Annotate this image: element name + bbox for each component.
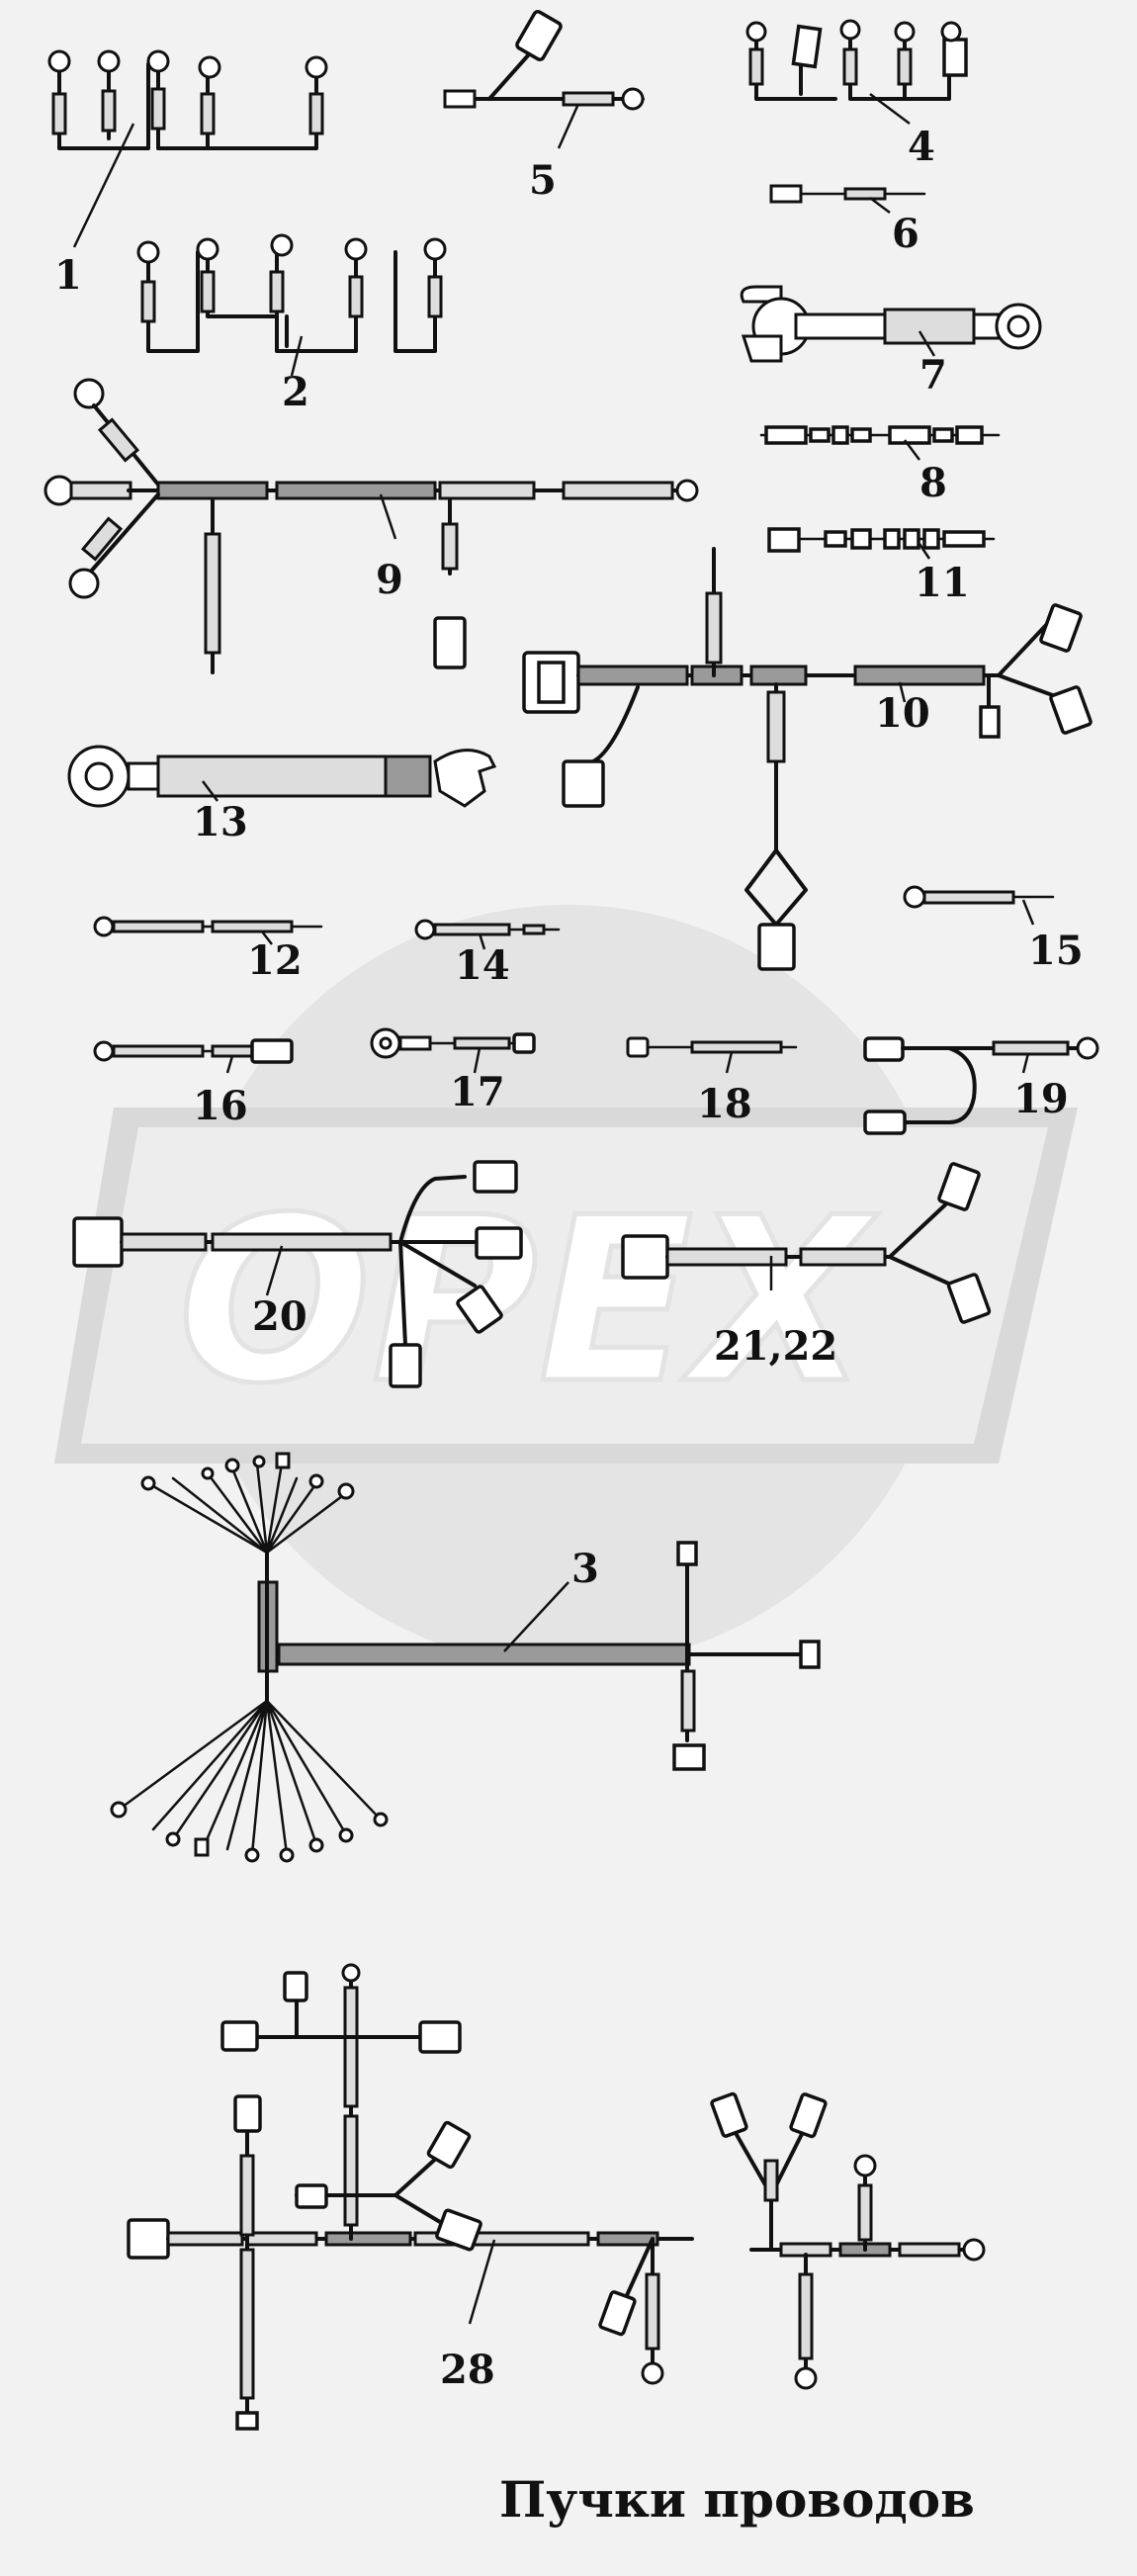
label-17: 17: [450, 1069, 505, 1115]
harness-28: [127, 1963, 694, 2431]
label-7: 7: [919, 352, 947, 399]
harness-21-22: [621, 1162, 992, 1324]
label-6: 6: [892, 211, 919, 257]
harness-4: [745, 19, 968, 125]
label-19: 19: [1013, 1076, 1069, 1122]
harness-8: [759, 425, 1001, 461]
label-11: 11: [915, 560, 970, 606]
harness-5: [443, 10, 645, 149]
harness-13: [67, 745, 497, 808]
harness-15: [903, 885, 1055, 926]
watermark-text: OPEX: [178, 1170, 878, 1434]
label-5: 5: [529, 157, 557, 204]
label-2: 2: [282, 369, 309, 415]
harness-16: [93, 1038, 294, 1074]
harness-12: [93, 916, 323, 945]
label-16: 16: [193, 1083, 248, 1129]
harness-20: [72, 1160, 523, 1388]
label-28: 28: [440, 2347, 495, 2393]
harness-11: [767, 527, 996, 560]
label-4: 4: [908, 124, 935, 170]
label-1: 1: [54, 252, 82, 299]
harness-14: [414, 919, 561, 950]
label-8: 8: [919, 460, 947, 506]
harness-19: [863, 1036, 1099, 1135]
label-20: 20: [252, 1293, 307, 1340]
watermark-gear: [54, 905, 1078, 1666]
label-13: 13: [193, 799, 248, 845]
harness-7: [740, 285, 1042, 363]
label-10: 10: [875, 690, 930, 737]
page-title: Пучки проводов: [499, 2470, 975, 2529]
label-12: 12: [247, 937, 303, 984]
label-3: 3: [571, 1546, 599, 1592]
harness-3: [110, 1452, 821, 1863]
harness-10: [522, 547, 1093, 971]
harness-9: [44, 378, 699, 674]
harness-unlabeled: [710, 2091, 986, 2390]
label-9: 9: [376, 557, 403, 603]
harness-1: [47, 49, 328, 248]
harness-2: [136, 233, 447, 377]
label-18: 18: [697, 1081, 752, 1127]
harness-17: [370, 1027, 536, 1074]
label-15: 15: [1028, 928, 1084, 974]
harness-6: [769, 184, 926, 214]
label-21-22: 21,22: [714, 1323, 837, 1370]
harness-18: [626, 1036, 798, 1074]
label-14: 14: [455, 942, 510, 989]
